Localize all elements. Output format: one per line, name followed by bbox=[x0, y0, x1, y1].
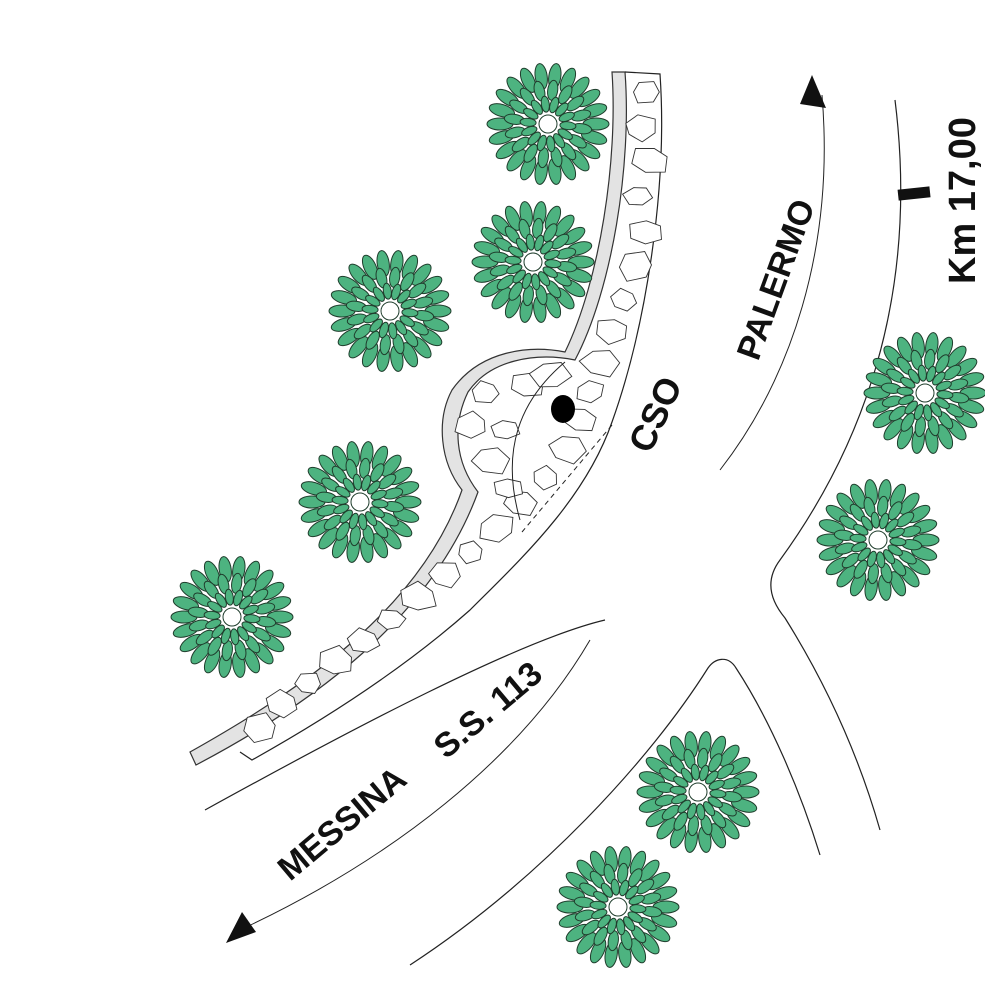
label-messina: MESSINA bbox=[271, 759, 414, 888]
road-edge-left bbox=[204, 619, 606, 811]
paving-stone bbox=[490, 420, 521, 440]
paving-stone bbox=[528, 362, 573, 388]
tree-icon bbox=[636, 730, 760, 854]
label-km: Km 17,00 bbox=[942, 117, 984, 284]
paving-stone bbox=[493, 478, 524, 499]
stone-pavement bbox=[243, 81, 668, 744]
paving-stone bbox=[479, 514, 514, 543]
paving-stone bbox=[578, 350, 621, 378]
tree-icon bbox=[556, 845, 680, 969]
paving-stone bbox=[596, 319, 628, 346]
paving-stone bbox=[428, 562, 461, 589]
paving-stone bbox=[458, 540, 483, 565]
paving-stone bbox=[265, 688, 298, 719]
paving-stone bbox=[346, 627, 381, 653]
tree-icon bbox=[298, 440, 422, 564]
paving-stone bbox=[533, 464, 557, 491]
marker-icon bbox=[551, 395, 575, 423]
paving-stone bbox=[576, 380, 605, 404]
km-marker-post bbox=[897, 186, 931, 201]
road-edge-palermo-side bbox=[719, 94, 825, 471]
paving-stone bbox=[548, 436, 587, 465]
tree-icon bbox=[170, 555, 294, 679]
paving-stone bbox=[618, 251, 652, 282]
paving-stone bbox=[294, 672, 321, 694]
tree-icon bbox=[863, 331, 985, 455]
paving-stone bbox=[633, 81, 660, 104]
layby-inner-curve bbox=[511, 361, 566, 521]
road-edge-messina-side bbox=[239, 639, 591, 931]
paving-stone bbox=[243, 712, 276, 744]
road-edge-right bbox=[770, 99, 902, 831]
paving-stone bbox=[621, 187, 654, 206]
paving-stone bbox=[629, 220, 662, 245]
paving-stone bbox=[625, 114, 656, 143]
paving-stone bbox=[631, 148, 668, 173]
paving-stone bbox=[471, 380, 500, 404]
side-road-left-edge bbox=[409, 658, 821, 966]
trees-layer bbox=[170, 62, 985, 969]
tree-icon bbox=[486, 62, 610, 186]
paving-stone bbox=[400, 580, 437, 611]
paving-stone bbox=[470, 447, 511, 475]
arrow-icon bbox=[226, 912, 256, 943]
paving-stone bbox=[610, 287, 638, 312]
arrow-icon bbox=[800, 75, 826, 108]
tree-icon bbox=[816, 478, 940, 602]
label-cso: CSO bbox=[620, 370, 690, 458]
tree-icon bbox=[328, 249, 452, 373]
paving-stone bbox=[454, 410, 486, 439]
paving-stone bbox=[319, 644, 352, 675]
label-ss113: S.S. 113 bbox=[427, 654, 550, 766]
paving-stone bbox=[376, 609, 407, 630]
tree-icon bbox=[471, 200, 595, 324]
